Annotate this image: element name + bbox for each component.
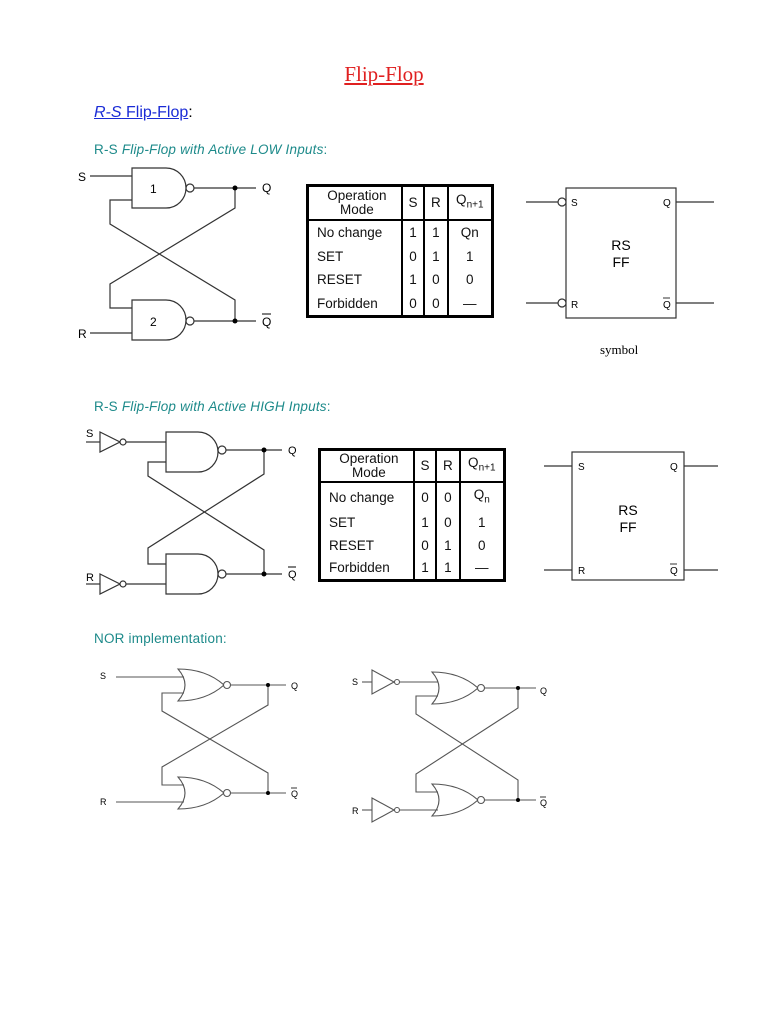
svg-text:Q: Q [663,198,671,209]
svg-text:S: S [352,677,358,687]
svg-text:Q: Q [291,681,298,691]
nor-latch-diagram: S R Q Q [100,668,298,810]
subheading-active-high: R-S Flip-Flop with Active HIGH Inputs: [94,399,331,414]
svg-text:Q: Q [288,445,297,457]
header-r: R [424,185,449,221]
svg-text:R: R [571,300,578,311]
nor-latch-with-inverters-diagram: S R Q Q [352,669,547,823]
nand-latch-active-high-diagram: S R Q Q [86,428,297,595]
svg-text:S: S [571,198,578,209]
nand-latch-active-low-diagram: S R Q Q 1 2 [78,167,271,341]
svg-text:Q: Q [540,798,547,808]
inversion-bubble [185,316,195,326]
symbol-line-2: FF [612,254,629,270]
page-title: Flip-Flop [344,62,424,86]
svg-text:Q: Q [291,789,298,799]
nand-gate-1 [131,167,187,209]
rs-ff-symbol-active-low: S R Q Q RS FF [526,187,714,319]
output-q-label: Q [262,181,271,195]
subheading-active-low: R-S Flip-Flop with Active LOW Inputs: [94,142,328,157]
header-q: Qn+1 [459,449,505,484]
svg-text:FF: FF [619,519,636,535]
subheading-nor: NOR implementation: [94,631,227,646]
svg-text:Q: Q [670,566,678,577]
gate-number-2: 2 [150,315,157,329]
header-s: S [413,449,438,484]
section-heading: R-S Flip-Flop: [94,104,193,121]
input-s-label: S [78,170,86,184]
svg-text:R: R [352,806,359,816]
svg-text:Q: Q [288,569,297,581]
svg-text:S: S [100,671,106,681]
header-q: Qn+1 [447,185,493,221]
inversion-bubble [185,183,195,193]
gate-number-1: 1 [150,182,157,196]
header-r: R [436,449,461,484]
svg-text:S: S [86,428,93,440]
heading-link[interactable]: R-S Flip-Flop [94,104,189,121]
svg-text:Q: Q [540,686,547,696]
svg-text:Q: Q [663,300,671,311]
header-s: S [401,185,426,221]
rs-ff-symbol-active-high: S R Q Q RS FF [544,451,718,581]
symbol-caption: symbol [600,342,639,357]
nand-gate-2 [131,299,187,341]
svg-text:RS: RS [618,502,637,518]
svg-text:R: R [100,797,107,807]
output-qbar-label: Q [262,315,271,329]
input-r-label: R [78,327,87,341]
symbol-line-1: RS [611,237,630,253]
svg-text:Q: Q [670,462,678,473]
svg-text:R: R [86,572,94,584]
svg-text:R: R [578,566,585,577]
svg-text:S: S [578,462,585,473]
